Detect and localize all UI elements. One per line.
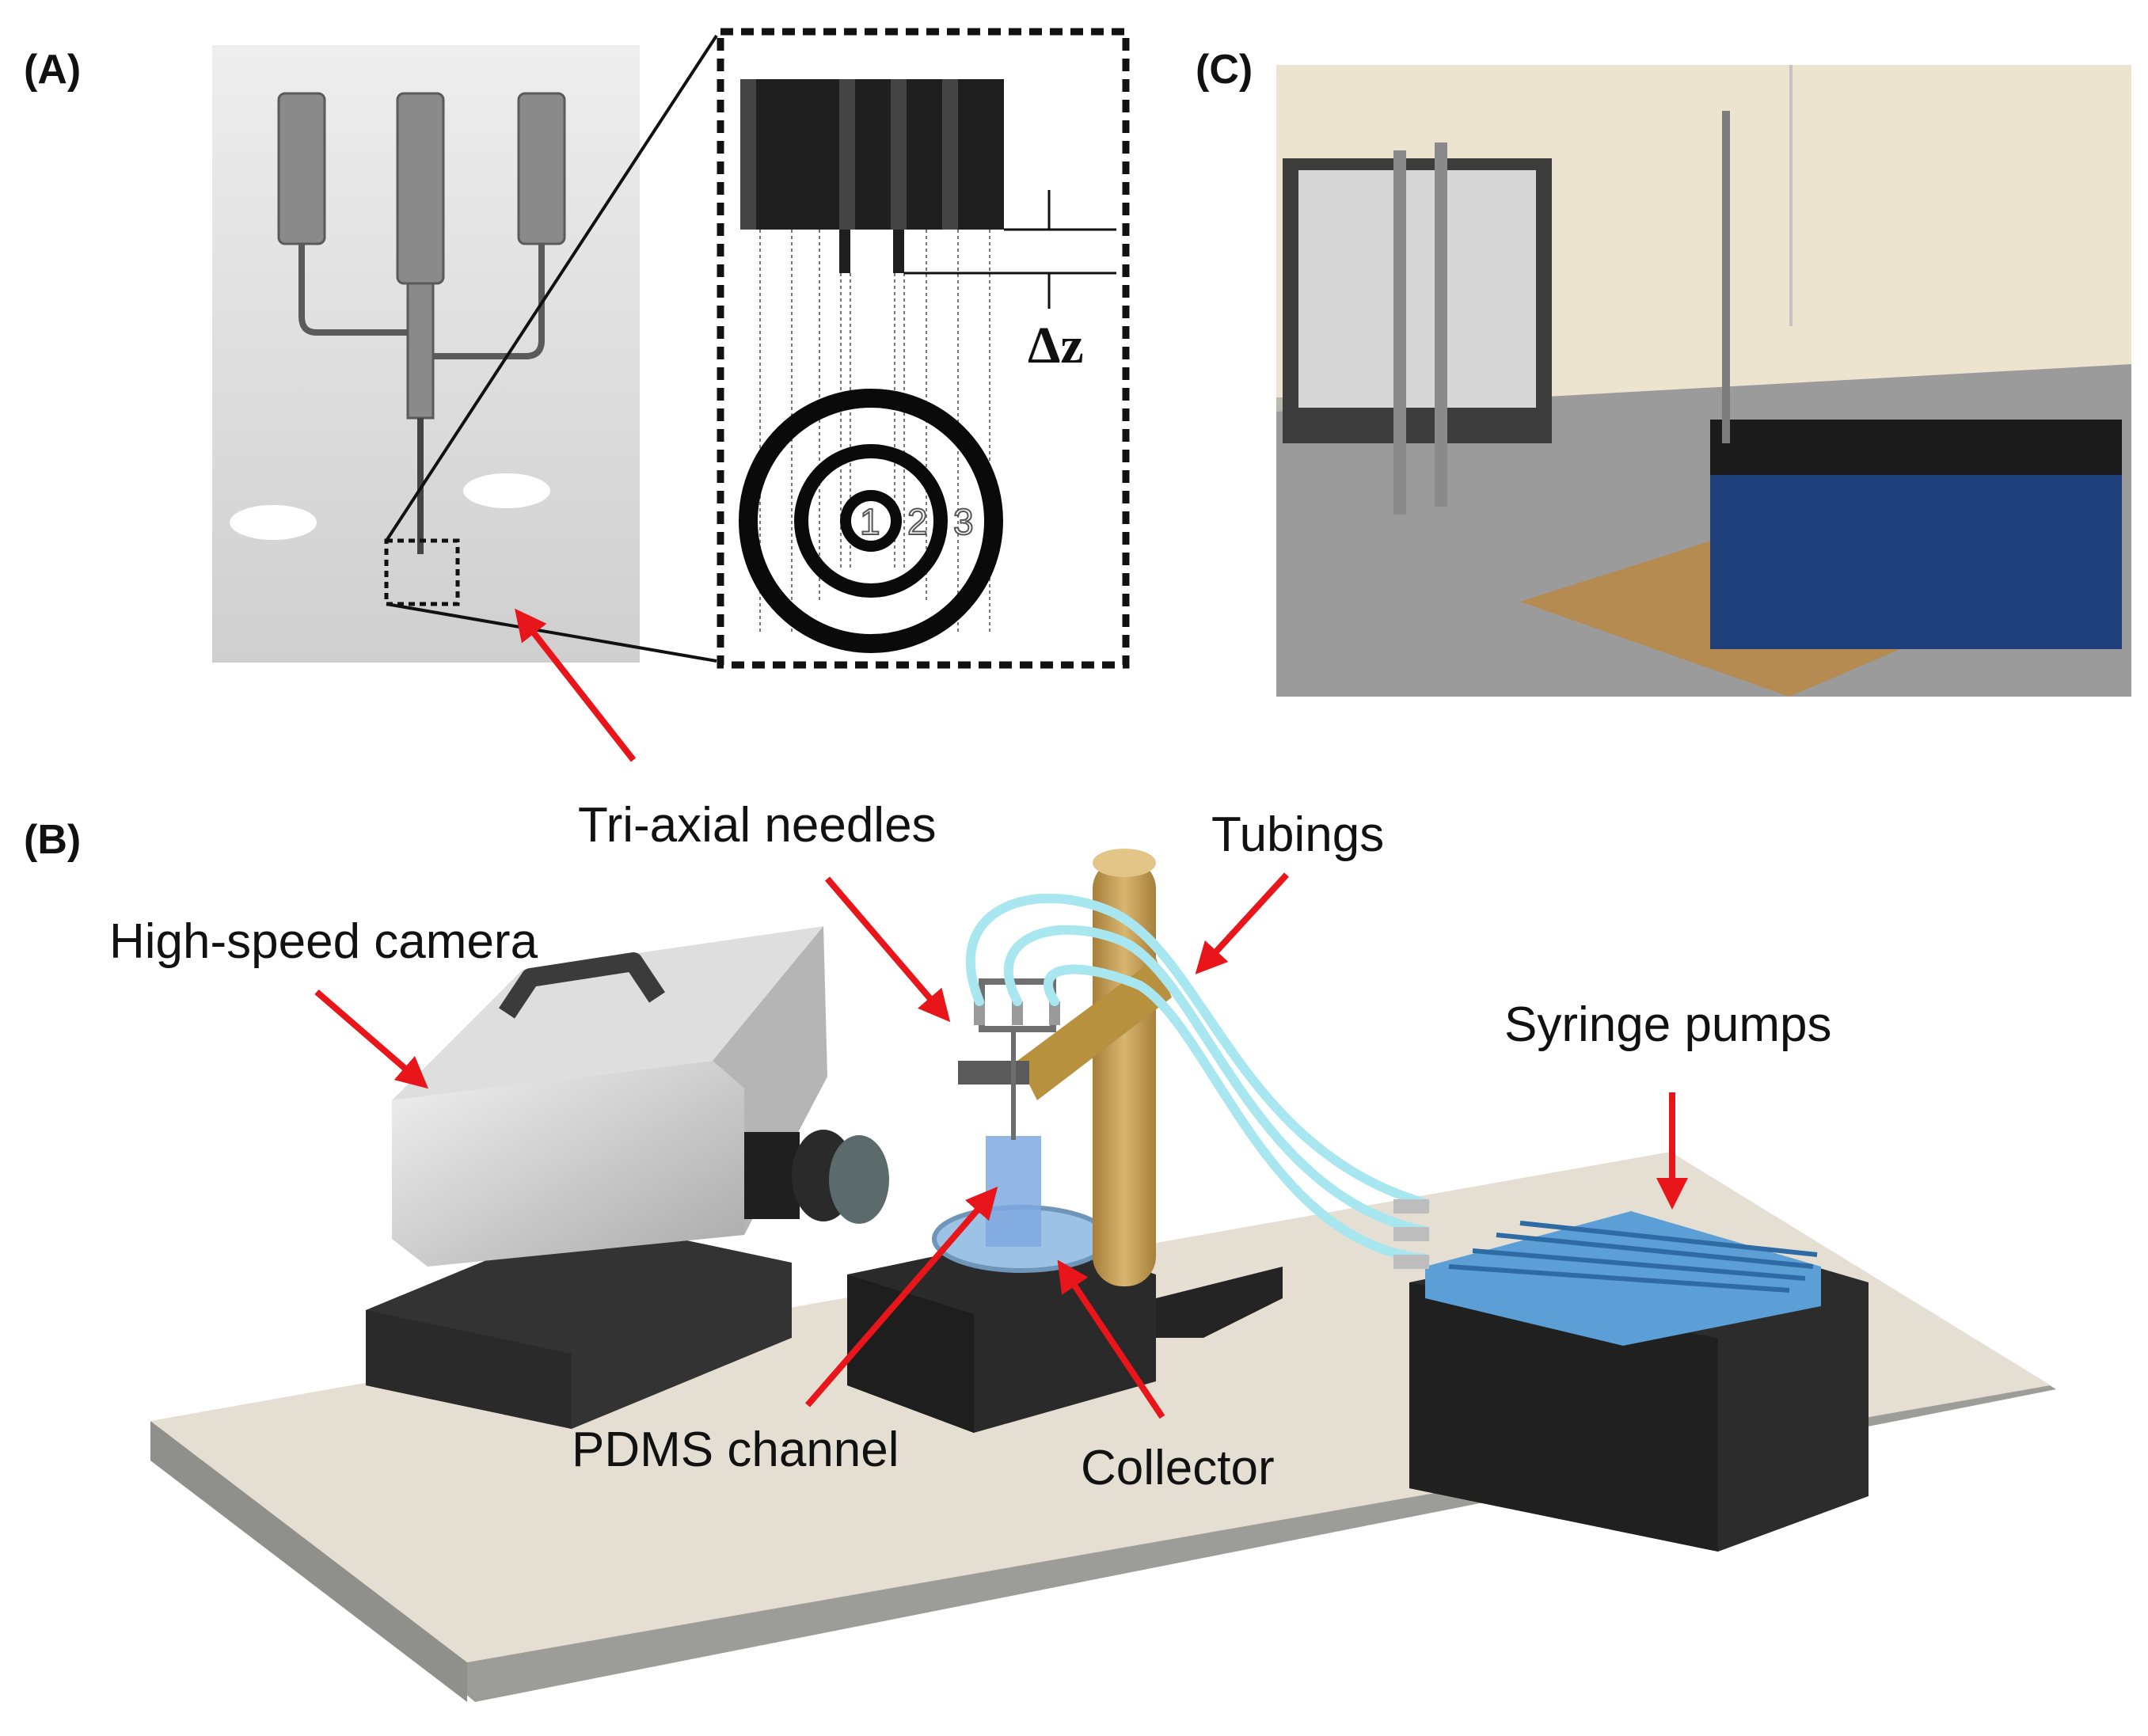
ring-label-2: 2 (907, 501, 928, 542)
ring-label-1: 1 (860, 501, 880, 542)
label-collector: Collector (1081, 1441, 1275, 1495)
tubing-lines (965, 893, 1430, 1263)
zoom-line-bottom (386, 602, 717, 663)
panel-c-label: (C) (1196, 47, 1253, 93)
syringe-pumps (1393, 1199, 1869, 1552)
ring-label-3: 3 (953, 501, 974, 542)
label-high-speed-camera: High-speed camera (109, 914, 538, 969)
needle-photo (212, 45, 640, 663)
arrow-needle-photo (515, 608, 637, 762)
retort-stand (958, 849, 1172, 1286)
needle-inset: Δz 1 2 3 (717, 28, 1130, 669)
lab-photo (1276, 65, 2131, 697)
panel-b-label: (B) (24, 817, 81, 863)
label-tri-axial-needles: Tri-axial needles (578, 798, 937, 853)
panel-a-label: (A) (24, 47, 81, 93)
arrow-pdms (804, 1186, 998, 1407)
arrow-tubings (1195, 872, 1289, 974)
arrow-collector (1057, 1259, 1165, 1419)
label-syringe-pumps: Syringe pumps (1504, 997, 1832, 1052)
needle-assembly (277, 92, 566, 554)
arrow-needles (824, 876, 951, 1023)
arrow-camera (314, 989, 429, 1089)
label-tubings: Tubings (1211, 807, 1384, 862)
zoom-box (384, 538, 460, 606)
zoom-line-top (385, 34, 718, 542)
delta-z-label: Δz (1028, 317, 1084, 374)
callout-arrows (314, 608, 1688, 1419)
high-speed-camera (366, 926, 889, 1429)
label-pdms-channel: PDMS channel (572, 1423, 899, 1477)
